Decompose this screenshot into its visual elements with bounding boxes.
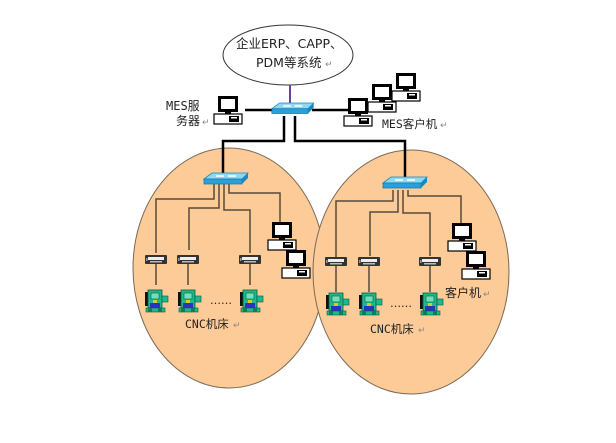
mes-clients: MES客户机 ↵ (343, 72, 448, 131)
enterprise-systems-label-line1: 企业ERP、CAPP、 (236, 36, 342, 51)
core-switch-icon (271, 102, 315, 114)
enterprise-systems-node: 企业ERP、CAPP、 PDM等系统 ↵ (222, 24, 354, 86)
cnc-label: CNC机床 (185, 317, 229, 331)
return-mark: ↵ (483, 290, 491, 300)
workshop-client-computer-icon (461, 250, 491, 280)
workshop-left: …… CNC机床 ↵ (144, 172, 311, 331)
mes-server: MES服 务器 ↵ (166, 95, 243, 128)
workshop-client-computer-icon (447, 222, 477, 252)
controller-icon (325, 257, 347, 266)
trunk-lines (221, 108, 407, 181)
client-computer-icon (391, 72, 421, 102)
mes-server-label-line1: MES服 (166, 99, 200, 113)
return-mark: ↵ (418, 326, 426, 336)
client-label: 客户机 (445, 285, 481, 300)
workshop-right: …… CNC机床 ↵ 客户机 ↵ (325, 176, 491, 336)
server-computer-icon (213, 95, 243, 125)
return-mark: ↵ (325, 60, 333, 70)
cnc-label: CNC机床 (370, 322, 414, 336)
controller-icon (358, 257, 380, 266)
mes-server-label-line2: 务器 (176, 113, 200, 128)
return-mark: ↵ (202, 118, 210, 128)
branch-lines (155, 184, 281, 285)
enterprise-systems-label-line2: PDM等系统 (256, 55, 321, 70)
cnc-ellipsis: …… (390, 297, 412, 310)
workshop-switch-icon (382, 176, 428, 189)
workshop-right-area (312, 149, 510, 395)
return-mark: ↵ (440, 121, 448, 131)
controller-icon (177, 255, 199, 264)
return-mark: ↵ (233, 321, 241, 331)
controller-icon (145, 255, 167, 264)
branch-lines (335, 190, 462, 292)
workshop-switch-icon (203, 172, 249, 185)
mes-client-label: MES客户机 (382, 117, 438, 131)
controller-icon (419, 257, 441, 266)
workshop-client-computer-icon (267, 221, 297, 251)
controller-icon (239, 255, 261, 264)
cnc-ellipsis: …… (210, 294, 232, 307)
workshop-client-computer-icon (281, 249, 311, 279)
